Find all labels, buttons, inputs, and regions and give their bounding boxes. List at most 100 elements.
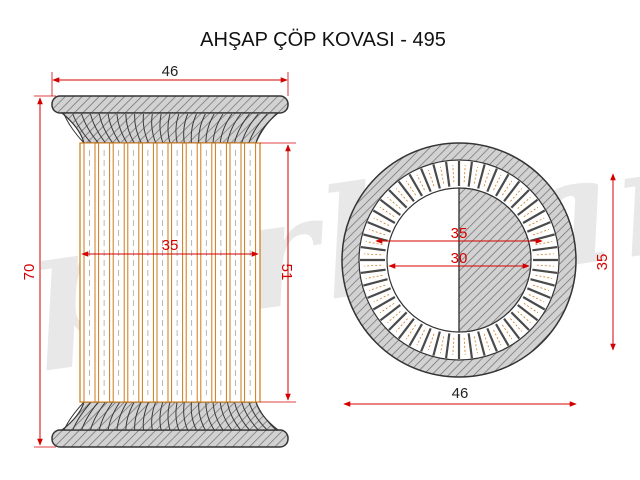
flare-rib (116, 113, 128, 144)
radial-slat-joint (493, 174, 502, 191)
flare-rib (219, 113, 233, 144)
radial-slat-joint (536, 264, 554, 267)
radial-slat-joint (463, 337, 466, 355)
flare-rib (134, 401, 142, 431)
radial-slat (444, 161, 451, 187)
radial-slat-joint (416, 174, 425, 191)
flare-rib (248, 113, 268, 144)
dim-inner-diameter-label: 30 (451, 250, 468, 267)
flare-rib (183, 113, 189, 144)
radial-slat (486, 327, 498, 352)
flare-rib (159, 113, 164, 144)
radial-slat-joint (440, 166, 445, 184)
radial-slat (379, 304, 401, 322)
flare-rib (90, 113, 106, 144)
radial-slat-joint (396, 188, 408, 202)
radial-slat (444, 333, 451, 359)
page-title: AHŞAP ÇÖP KOVASI - 495 (200, 29, 446, 51)
radial-slat-joint (517, 311, 531, 323)
flare-rib (255, 113, 277, 144)
radial-slat-joint (510, 188, 522, 202)
flare-rib (107, 113, 121, 144)
radial-slat (522, 209, 546, 224)
flare-rib (226, 113, 242, 144)
flare-rib (90, 401, 106, 431)
flare-rib (248, 401, 268, 431)
flare-rib (107, 401, 121, 431)
flare-rib (241, 401, 259, 431)
radial-slat-joint (379, 206, 395, 217)
radial-slat-joint (493, 329, 502, 346)
radial-slat-joint (440, 336, 445, 354)
flare-rib (72, 113, 92, 144)
flare-rib (125, 401, 135, 431)
radial-slat-joint (364, 264, 382, 267)
radial-slat (432, 331, 441, 356)
radial-slat-joint (365, 241, 383, 246)
flare-rib (151, 113, 157, 144)
dim-inner-width-label: 35 (162, 237, 179, 254)
flare-rib (72, 401, 92, 431)
flare-rib (198, 401, 206, 431)
radial-slat-joint (535, 241, 553, 246)
radial-slat (420, 168, 432, 193)
flare-rib (234, 113, 250, 144)
radial-slat-joint (523, 206, 539, 217)
flare-rib (205, 401, 215, 431)
radial-slat (388, 189, 408, 209)
radial-slat (408, 323, 423, 347)
radial-slat-joint (483, 333, 490, 351)
flare-rib (116, 401, 128, 431)
flare-rib (63, 401, 85, 431)
radial-slat (363, 278, 388, 287)
radial-slat-joint (473, 166, 478, 184)
radial-slat (510, 189, 530, 209)
radial-slat (432, 164, 441, 189)
flare-rib (175, 113, 180, 144)
dim-height-label: 70 (21, 264, 38, 281)
radial-slat (495, 323, 510, 347)
radial-slat (503, 180, 521, 202)
flare-rib (212, 113, 224, 144)
radial-slat-joint (502, 324, 513, 340)
radial-slat-joint (373, 217, 390, 226)
radial-slat (397, 318, 415, 340)
radial-slat-joint (535, 274, 553, 279)
radial-slat (360, 268, 386, 275)
flare-rib (205, 113, 215, 144)
flare-rib (212, 401, 224, 431)
dim-body-height-label: 51 (278, 264, 295, 281)
radial-slat (467, 333, 474, 359)
radial-slat (532, 245, 558, 252)
flare-rib (241, 113, 259, 144)
radial-slat (522, 296, 546, 311)
flare-rib (125, 113, 135, 144)
radial-slat-joint (536, 253, 554, 256)
radial-slat (530, 278, 555, 287)
radial-slat-joint (405, 180, 416, 196)
flare-rib (142, 113, 149, 144)
radial-slat (397, 180, 415, 202)
flare-rib (81, 401, 99, 431)
radial-slat-joint (473, 336, 478, 354)
radial-slat-joint (387, 197, 401, 209)
top-view: 35 30 46 35 (341, 142, 616, 407)
radial-slat-joint (428, 169, 435, 187)
radial-slat (367, 221, 392, 233)
radial-slat (420, 327, 432, 352)
radial-slat-joint (532, 229, 550, 236)
flare-rib (226, 401, 242, 431)
radial-slat (526, 287, 551, 299)
flare-rib (98, 401, 114, 431)
radial-slat (510, 311, 530, 331)
flare-rib (175, 401, 180, 431)
flare-rib (142, 401, 149, 431)
radial-slat (517, 304, 539, 322)
radial-slat-joint (452, 165, 455, 183)
dim-top-width-label: 46 (162, 63, 179, 80)
flare-rib (134, 113, 142, 144)
flare-rib (190, 401, 197, 431)
radial-slat-joint (510, 318, 522, 332)
wooden-slats (83, 142, 257, 403)
flare-rib (167, 401, 171, 431)
